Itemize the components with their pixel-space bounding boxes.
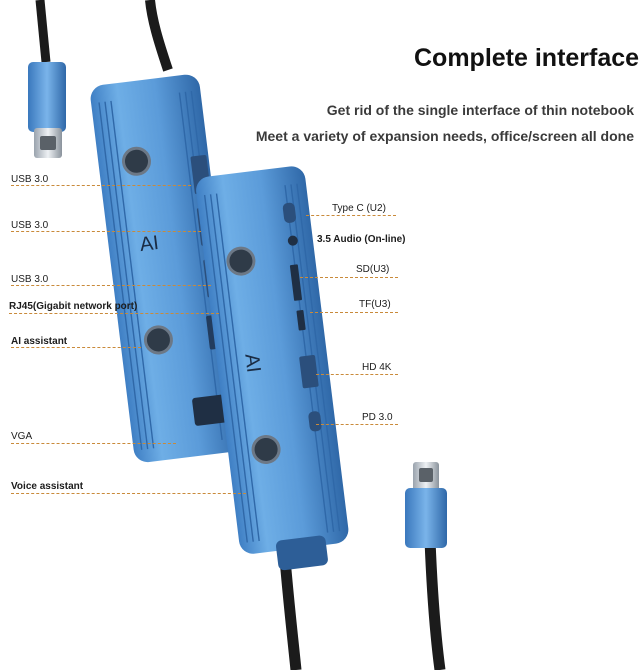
leader-voice-assistant — [11, 493, 246, 494]
label-sd: SD(U3) — [356, 264, 390, 275]
right-cable — [424, 539, 446, 670]
label-audio: 3.5 Audio (On-line) — [317, 234, 406, 245]
leader-usb3-1 — [11, 185, 191, 186]
leader-sd — [300, 277, 398, 278]
subtitle-line-1: Get rid of the single interface of thin … — [326, 102, 634, 118]
leader-hd4k — [316, 374, 398, 375]
label-hd4k: HD 4K — [362, 362, 392, 373]
label-rj45: RJ45(Gigabit network port) — [9, 301, 138, 312]
label-vga: VGA — [11, 431, 33, 442]
leader-usb3-3 — [11, 285, 211, 286]
leader-type-c — [306, 215, 396, 216]
page-title: Complete interface — [414, 44, 640, 72]
leader-rj45 — [9, 313, 219, 314]
leader-tf — [310, 312, 398, 313]
label-pd3: PD 3.0 — [362, 412, 393, 423]
label-type-c: Type C (U2) — [332, 203, 386, 214]
usb-c-plug-left — [28, 62, 66, 158]
label-voice-assistant: Voice assistant — [11, 481, 84, 492]
subtitle-line-2: Meet a variety of expansion needs, offic… — [255, 128, 634, 144]
label-tf: TF(U3) — [359, 299, 391, 310]
label-usb3-3: USB 3.0 — [11, 274, 49, 285]
top-cable — [145, 0, 173, 72]
left-cable — [35, 0, 51, 63]
hub-unit-front — [196, 166, 349, 571]
logo-front: AI — [240, 352, 264, 373]
logo-back: AI — [139, 232, 160, 256]
leader-pd3 — [316, 424, 398, 425]
usb-c-plug-right — [405, 462, 447, 548]
leader-ai-assistant — [11, 347, 141, 348]
label-usb3-2: USB 3.0 — [11, 220, 49, 231]
label-ai-assistant: AI assistant — [11, 336, 68, 347]
leader-vga — [11, 443, 176, 444]
leader-usb3-2 — [11, 231, 201, 232]
label-usb3-1: USB 3.0 — [11, 174, 49, 185]
